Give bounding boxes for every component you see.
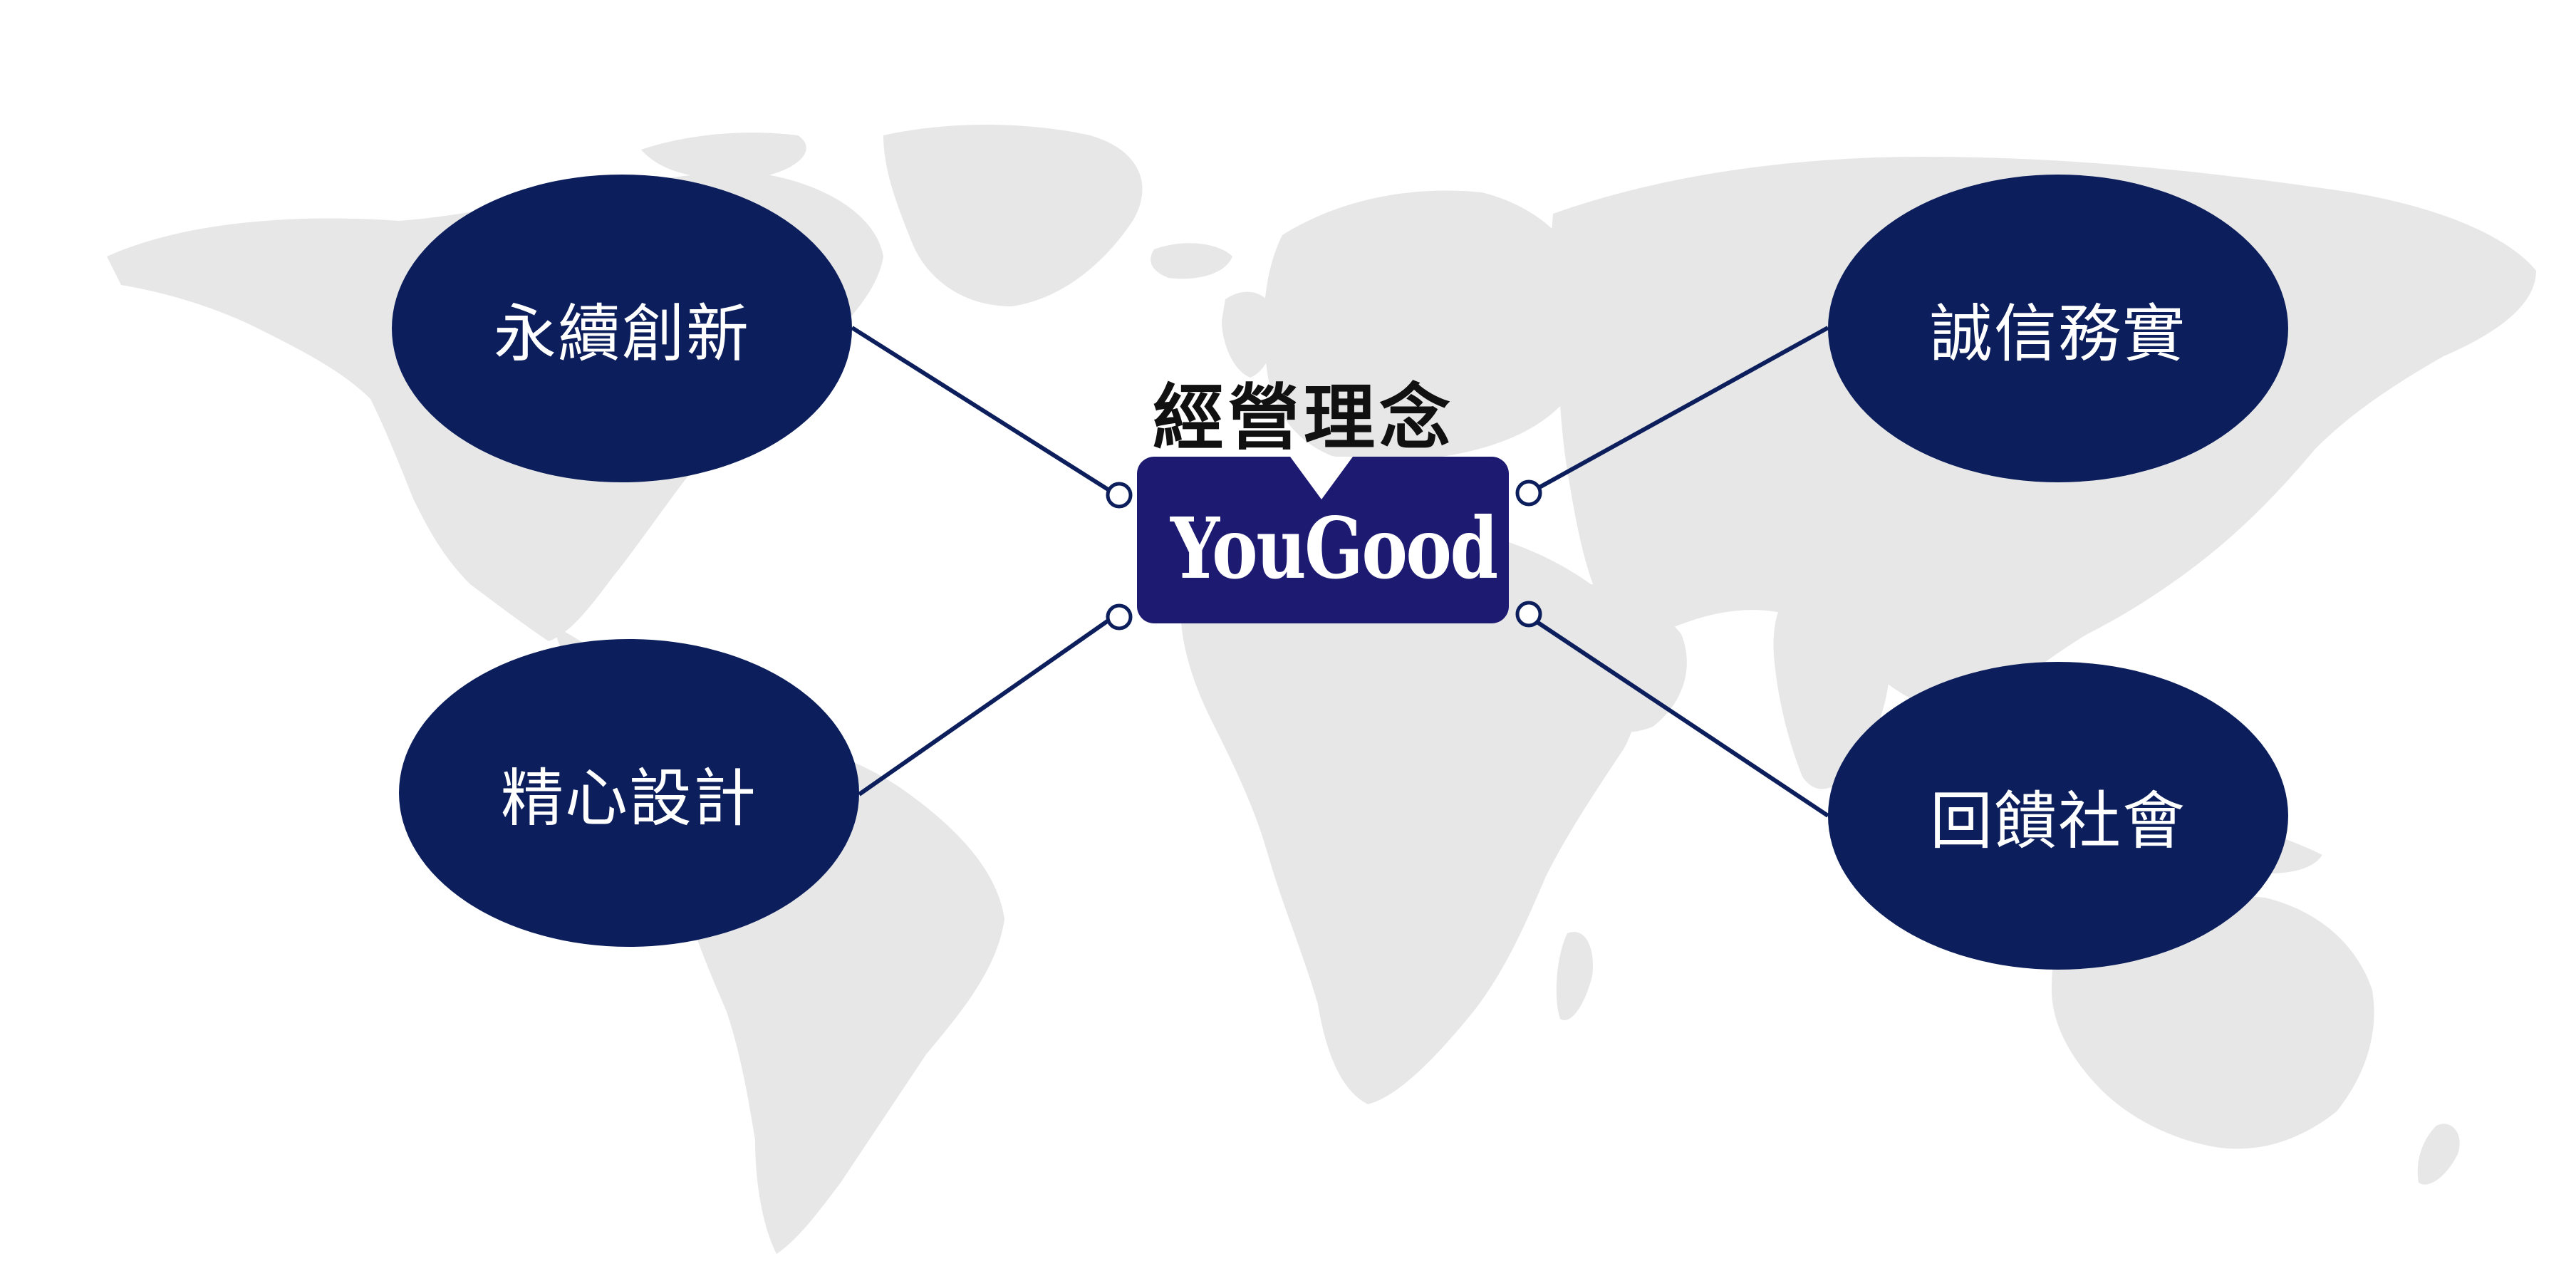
connector-node-top-right <box>1515 479 1542 507</box>
pillar-bottom-right-label: 回饋社會 <box>1929 784 2186 858</box>
logo-notch <box>1290 457 1353 499</box>
pillar-top-right: 誠信務實 <box>1828 175 2288 482</box>
pillar-top-left-label: 永續創新 <box>493 296 750 370</box>
connector-node-bottom-right <box>1515 601 1542 628</box>
connector-node-bottom-left <box>1106 603 1133 631</box>
connector-line-bottom-left <box>858 616 1113 797</box>
connector-line-top-left <box>851 326 1113 494</box>
africa-shape <box>1180 524 1643 1104</box>
connector-node-top-left <box>1106 482 1133 509</box>
pillar-bottom-left-label: 精心設計 <box>500 761 757 835</box>
logo-text: YouGood <box>1170 499 1498 598</box>
arabia-shape <box>1547 583 1687 732</box>
uk-shape <box>1222 291 1276 378</box>
europe-shape <box>1264 190 1591 462</box>
pillar-top-left: 永續創新 <box>392 175 852 482</box>
iceland-shape <box>1151 243 1232 279</box>
arctic-islands-shape <box>641 133 806 180</box>
connector-line-bottom-right <box>1530 616 1829 818</box>
new-zealand-shape <box>2417 1124 2460 1185</box>
diagram-title: 經營理念 <box>1153 376 1455 460</box>
greenland-shape <box>883 125 1143 306</box>
pillar-bottom-right: 回饋社會 <box>1828 662 2288 970</box>
connector-line-top-right <box>1530 326 1829 494</box>
japan-shape <box>2189 422 2251 549</box>
pillar-top-right-label: 誠信務實 <box>1929 296 2186 370</box>
pillar-bottom-left: 精心設計 <box>399 639 859 947</box>
madagascar-shape <box>1556 932 1593 1020</box>
